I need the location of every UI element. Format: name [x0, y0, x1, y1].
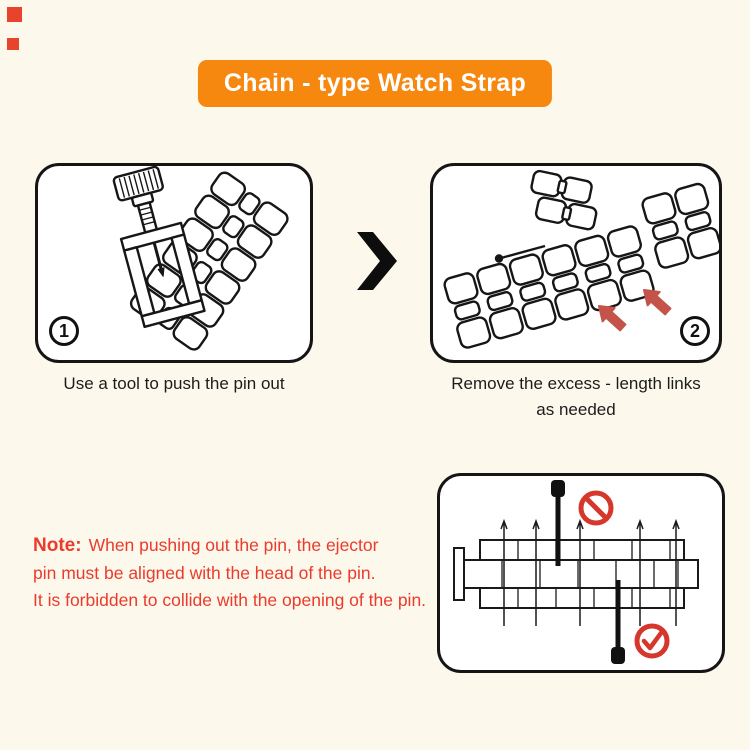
- prohibition-icon: [578, 490, 614, 526]
- chevron-right-icon: [352, 230, 400, 297]
- thin-ejector-pins: [500, 518, 680, 626]
- step1-illustration: [112, 166, 292, 354]
- step1-panel: 1: [35, 163, 313, 363]
- pin-alignment-panel: [437, 473, 725, 673]
- band-cross-section: [453, 539, 699, 609]
- note-label: Note:: [33, 535, 82, 556]
- title-banner: Chain - type Watch Strap: [197, 60, 553, 107]
- removed-band-segment: [639, 181, 719, 271]
- bottom-ejector-pin: [611, 580, 625, 664]
- note-line3: It is forbidden to collide with the open…: [33, 590, 427, 610]
- note-text: Note: When pushing out the pin, the eject…: [33, 532, 458, 615]
- step2-caption-line2: as needed: [536, 400, 616, 419]
- pin-removal-tool: [112, 166, 206, 329]
- step1-caption: Use a tool to push the pin out: [63, 374, 285, 393]
- link-pin: [494, 244, 546, 263]
- top-ejector-pin: [551, 480, 565, 566]
- note-line1: When pushing out the pin, the ejector: [88, 535, 379, 555]
- step2-caption: Remove the excess - length links as need…: [430, 371, 722, 423]
- watermark-square-2: [7, 38, 19, 50]
- step1-number-badge: 1: [49, 316, 79, 346]
- main-band: [441, 223, 657, 351]
- check-icon: [634, 623, 670, 659]
- pin-alignment-illustration: [453, 480, 699, 664]
- step2-caption-line1: Remove the excess - length links: [451, 374, 701, 393]
- step1-number: 1: [58, 320, 69, 341]
- note-line2: pin must be aligned with the head of the…: [33, 562, 376, 583]
- page-title: Chain - type Watch Strap: [223, 69, 527, 97]
- red-arrow-icons: [598, 289, 672, 332]
- step2-number-badge: 2: [680, 316, 710, 346]
- step2-number: 2: [689, 320, 700, 341]
- step2-panel: 2: [430, 163, 722, 363]
- step2-illustration: [441, 169, 719, 351]
- watermark-square-1: [7, 7, 22, 22]
- loose-links: [530, 169, 598, 231]
